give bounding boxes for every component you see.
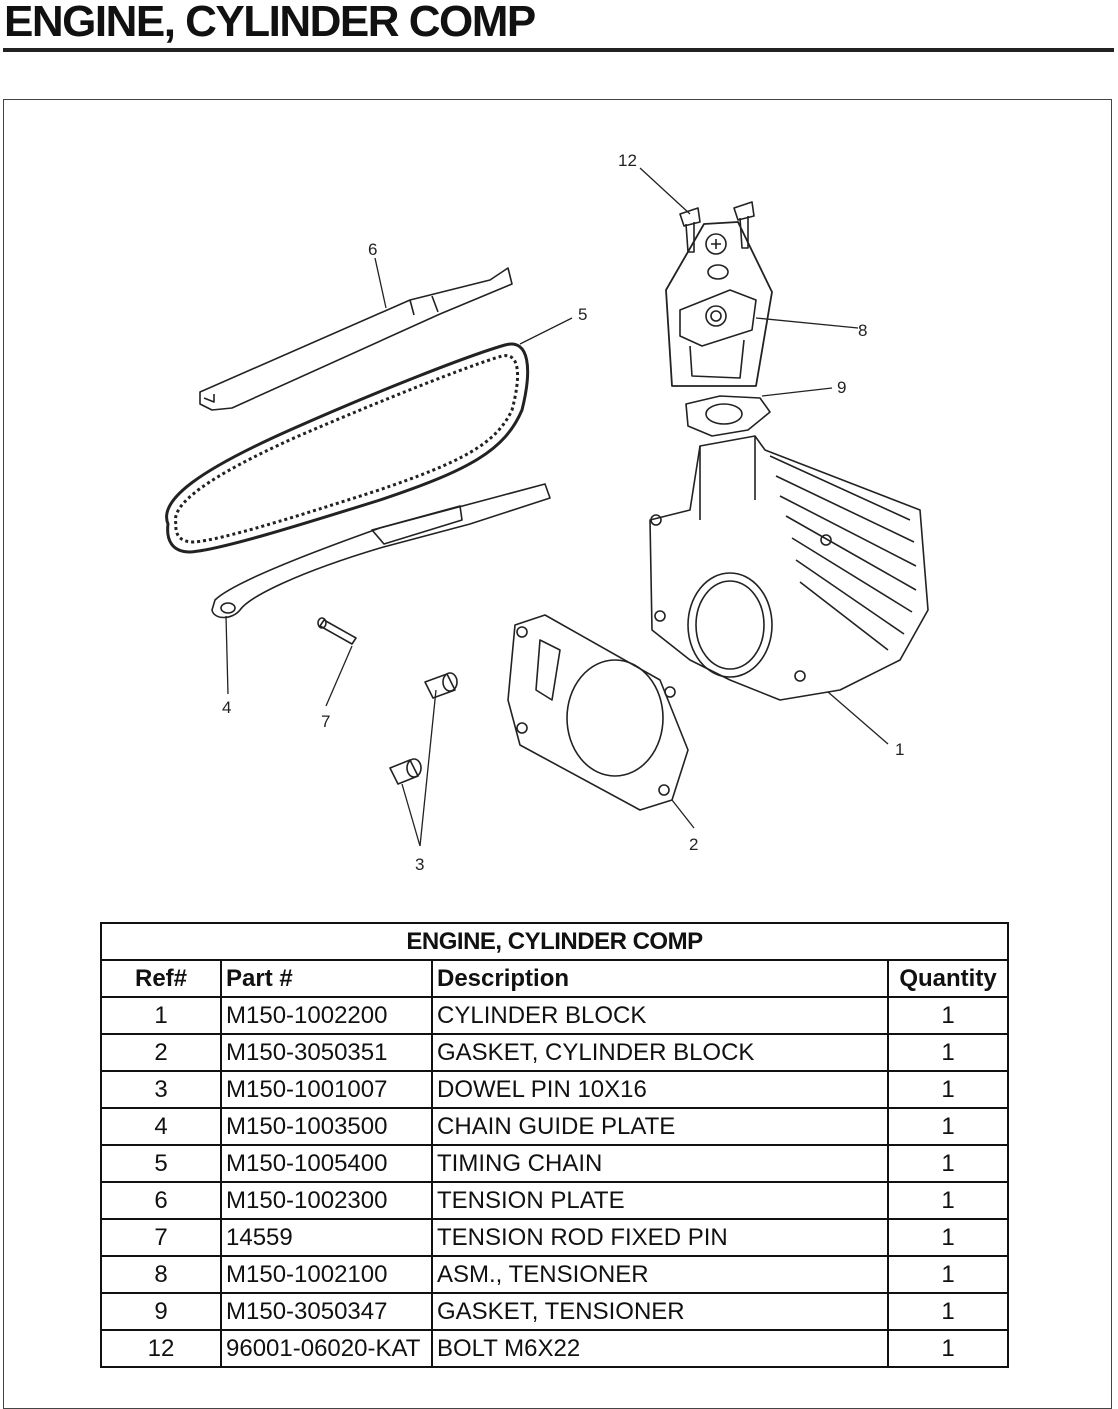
- table-row: 9 M150-3050347 GASKET, TENSIONER 1: [100, 1292, 1010, 1331]
- callout-8: 8: [858, 321, 867, 340]
- table-row: 5 M150-1005400 TIMING CHAIN 1: [100, 1144, 1010, 1183]
- description-cell: GASKET, CYLINDER BLOCK: [431, 1033, 889, 1072]
- part-number-cell: 96001-06020-KAT: [220, 1329, 433, 1368]
- column-header-part: Part #: [220, 959, 433, 998]
- column-header-description: Description: [431, 959, 889, 998]
- part-number-cell: 14559: [220, 1218, 433, 1257]
- description-cell: GASKET, TENSIONER: [431, 1292, 889, 1331]
- table-row: 2 M150-3050351 GASKET, CYLINDER BLOCK 1: [100, 1033, 1010, 1072]
- dowel-pins-drawing: [389, 672, 458, 785]
- part-number-cell: M150-1002100: [220, 1255, 433, 1294]
- table-row: 1 M150-1002200 CYLINDER BLOCK 1: [100, 996, 1010, 1035]
- ref-cell: 8: [100, 1255, 222, 1294]
- ref-cell: 4: [100, 1107, 222, 1146]
- callout-6: 6: [368, 240, 377, 259]
- quantity-cell: 1: [886, 996, 1010, 1035]
- tension-rod-pin-drawing: [317, 617, 357, 645]
- part-number-cell: M150-3050351: [220, 1033, 433, 1072]
- description-cell: CYLINDER BLOCK: [431, 996, 889, 1035]
- quantity-cell: 1: [886, 1107, 1010, 1146]
- quantity-cell: 1: [886, 1329, 1010, 1368]
- quantity-cell: 1: [886, 1181, 1010, 1220]
- ref-cell: 2: [100, 1033, 222, 1072]
- callout-1: 1: [895, 740, 904, 759]
- quantity-cell: 1: [886, 1033, 1010, 1072]
- timing-chain-drawing: [165, 342, 530, 554]
- part-number-cell: M150-1002200: [220, 996, 433, 1035]
- leader-lines: [225, 167, 889, 847]
- ref-cell: 3: [100, 1070, 222, 1109]
- table-title-row: ENGINE, CYLINDER COMP: [99, 922, 1010, 961]
- column-header-quantity: Quantity: [886, 959, 1010, 998]
- ref-cell: 12: [100, 1329, 222, 1368]
- part-number-cell: M150-3050347: [220, 1292, 433, 1331]
- quantity-cell: 1: [886, 1070, 1010, 1109]
- callout-3: 3: [415, 855, 424, 874]
- table-row: 6 M150-1002300 TENSION PLATE 1: [100, 1181, 1010, 1220]
- title-rule: [3, 48, 1114, 52]
- description-cell: TENSION PLATE: [431, 1181, 889, 1220]
- quantity-cell: 1: [886, 1218, 1010, 1257]
- page-title: ENGINE, CYLINDER COMP: [4, 0, 536, 46]
- part-number-cell: M150-1001007: [220, 1070, 433, 1109]
- quantity-cell: 1: [886, 1255, 1010, 1294]
- description-cell: TENSION ROD FIXED PIN: [431, 1218, 889, 1257]
- callout-7: 7: [321, 712, 330, 731]
- ref-cell: 1: [100, 996, 222, 1035]
- tension-plate-drawing: [199, 267, 513, 411]
- callout-labels: 12 6 5 8 9 1 4 7 3 2: [222, 151, 904, 874]
- part-number-cell: M150-1005400: [220, 1144, 433, 1183]
- table-row: 3 M150-1001007 DOWEL PIN 10X16 1: [100, 1070, 1010, 1109]
- table-header-row: Ref# Part # Description Quantity: [100, 959, 1010, 998]
- callout-9: 9: [837, 378, 846, 397]
- quantity-cell: 1: [886, 1144, 1010, 1183]
- tensioner-gasket-drawing: [685, 395, 771, 437]
- description-cell: BOLT M6X22: [431, 1329, 889, 1368]
- bolts-drawing: [679, 201, 755, 253]
- tensioner-assembly-drawing: [665, 221, 773, 387]
- table-row: 7 14559 TENSION ROD FIXED PIN 1: [100, 1218, 1010, 1257]
- callout-5: 5: [578, 305, 587, 324]
- cylinder-block-drawing: [649, 435, 929, 701]
- callout-4: 4: [222, 698, 231, 717]
- description-cell: CHAIN GUIDE PLATE: [431, 1107, 889, 1146]
- quantity-cell: 1: [886, 1292, 1010, 1331]
- table-title: ENGINE, CYLINDER COMP: [99, 922, 1010, 961]
- ref-cell: 6: [100, 1181, 222, 1220]
- ref-cell: 5: [100, 1144, 222, 1183]
- part-number-cell: M150-1002300: [220, 1181, 433, 1220]
- table-row: 4 M150-1003500 CHAIN GUIDE PLATE 1: [100, 1107, 1010, 1146]
- cylinder-gasket-drawing: [507, 614, 689, 811]
- column-header-ref: Ref#: [100, 959, 222, 998]
- chain-guide-plate-drawing: [211, 483, 551, 619]
- table-row: 12 96001-06020-KAT BOLT M6X22 1: [100, 1329, 1010, 1368]
- description-cell: TIMING CHAIN: [431, 1144, 889, 1183]
- description-cell: ASM., TENSIONER: [431, 1255, 889, 1294]
- callout-12: 12: [618, 151, 637, 170]
- ref-cell: 7: [100, 1218, 222, 1257]
- table-row: 8 M150-1002100 ASM., TENSIONER 1: [100, 1255, 1010, 1294]
- part-number-cell: M150-1003500: [220, 1107, 433, 1146]
- parts-table: ENGINE, CYLINDER COMP Ref# Part # Descri…: [99, 922, 1010, 1368]
- callout-2: 2: [689, 835, 698, 854]
- ref-cell: 9: [100, 1292, 222, 1331]
- description-cell: DOWEL PIN 10X16: [431, 1070, 889, 1109]
